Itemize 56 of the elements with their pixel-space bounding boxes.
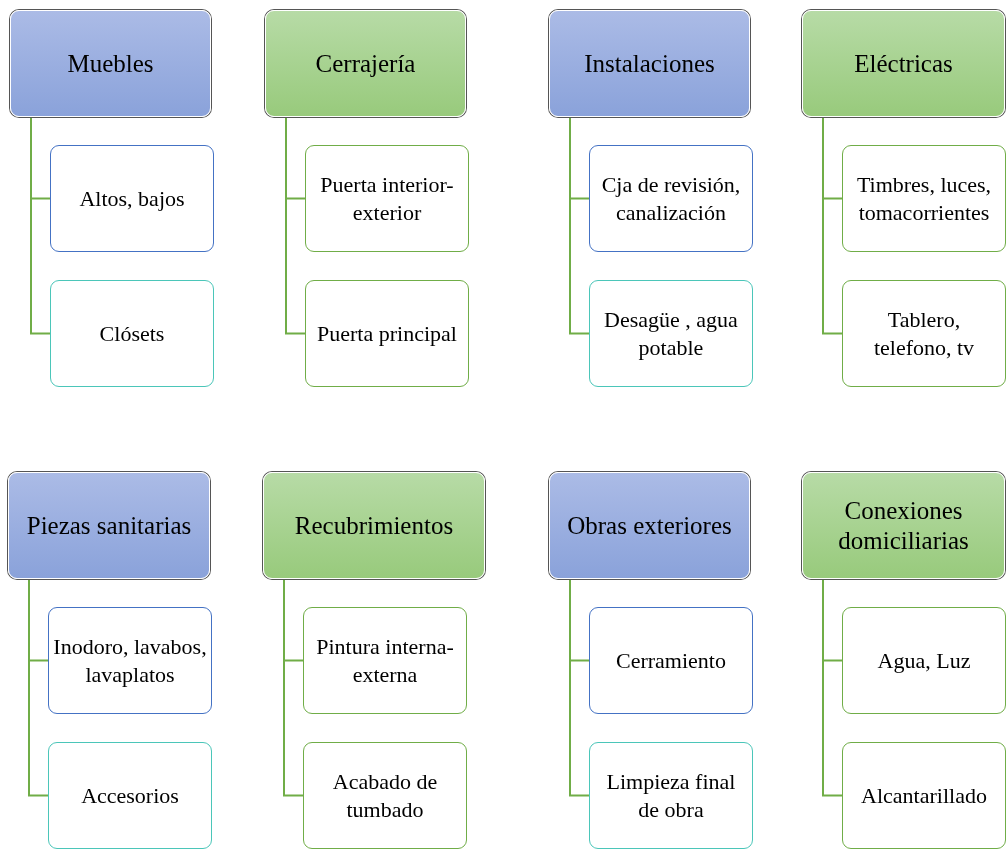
connector-line — [30, 116, 51, 335]
category-box — [10, 10, 211, 117]
category-label: Eléctricas — [854, 48, 953, 79]
item-box — [589, 742, 753, 849]
item-label: Alcantarillado — [861, 781, 987, 810]
category-label: Obras exteriores — [567, 510, 732, 541]
item-box — [48, 607, 212, 714]
category-label: Conexiones domiciliarias — [837, 495, 970, 556]
item-label: Cja de revisión, canalización — [600, 171, 742, 226]
connector-line — [569, 116, 590, 335]
category-box — [549, 472, 750, 579]
category-label: Muebles — [67, 48, 154, 79]
category-box — [802, 10, 1005, 117]
connector-line — [285, 116, 306, 335]
item-box — [589, 607, 753, 714]
item-label: Puerta interior-exterior — [319, 171, 455, 226]
category-box — [263, 472, 485, 579]
item-box — [589, 145, 753, 252]
category-label: Instalaciones — [584, 48, 715, 79]
item-box — [305, 280, 469, 387]
item-box — [842, 145, 1006, 252]
item-label: Altos, bajos — [79, 184, 185, 213]
item-box — [842, 742, 1006, 849]
item-label: Acabado de tumbado — [331, 768, 439, 823]
item-box — [48, 742, 212, 849]
category-box — [265, 10, 466, 117]
item-label: Clósets — [99, 319, 165, 348]
item-label: Timbres, luces, tomacorrientes — [855, 171, 993, 226]
item-label: Accesorios — [81, 781, 179, 810]
item-label: Limpieza final de obra — [605, 768, 737, 823]
item-label: Puerta principal — [317, 319, 457, 348]
item-box — [50, 280, 214, 387]
item-label: Inodoro, lavabos, lavaplatos — [53, 633, 207, 688]
item-box — [589, 280, 753, 387]
category-box — [802, 472, 1005, 579]
item-box — [305, 145, 469, 252]
item-label: Pintura interna-externa — [315, 633, 455, 688]
category-box — [8, 472, 210, 579]
item-box — [50, 145, 214, 252]
connector-line — [822, 116, 843, 335]
connector-line — [283, 578, 304, 797]
item-label: Cerramiento — [616, 646, 726, 675]
category-label: Recubrimientos — [294, 510, 454, 541]
item-box — [303, 742, 467, 849]
category-label: Piezas sanitarias — [26, 510, 192, 541]
item-label: Tablero, telefono, tv — [872, 306, 976, 361]
item-box — [842, 280, 1006, 387]
category-box — [549, 10, 750, 117]
item-box — [303, 607, 467, 714]
item-label: Agua, Luz — [877, 646, 971, 675]
category-label: Cerrajería — [315, 48, 416, 79]
connector-line — [822, 578, 843, 797]
connector-line — [28, 578, 49, 797]
connector-line — [569, 578, 590, 797]
item-box — [842, 607, 1006, 714]
item-label: Desagüe , agua potable — [603, 306, 739, 361]
